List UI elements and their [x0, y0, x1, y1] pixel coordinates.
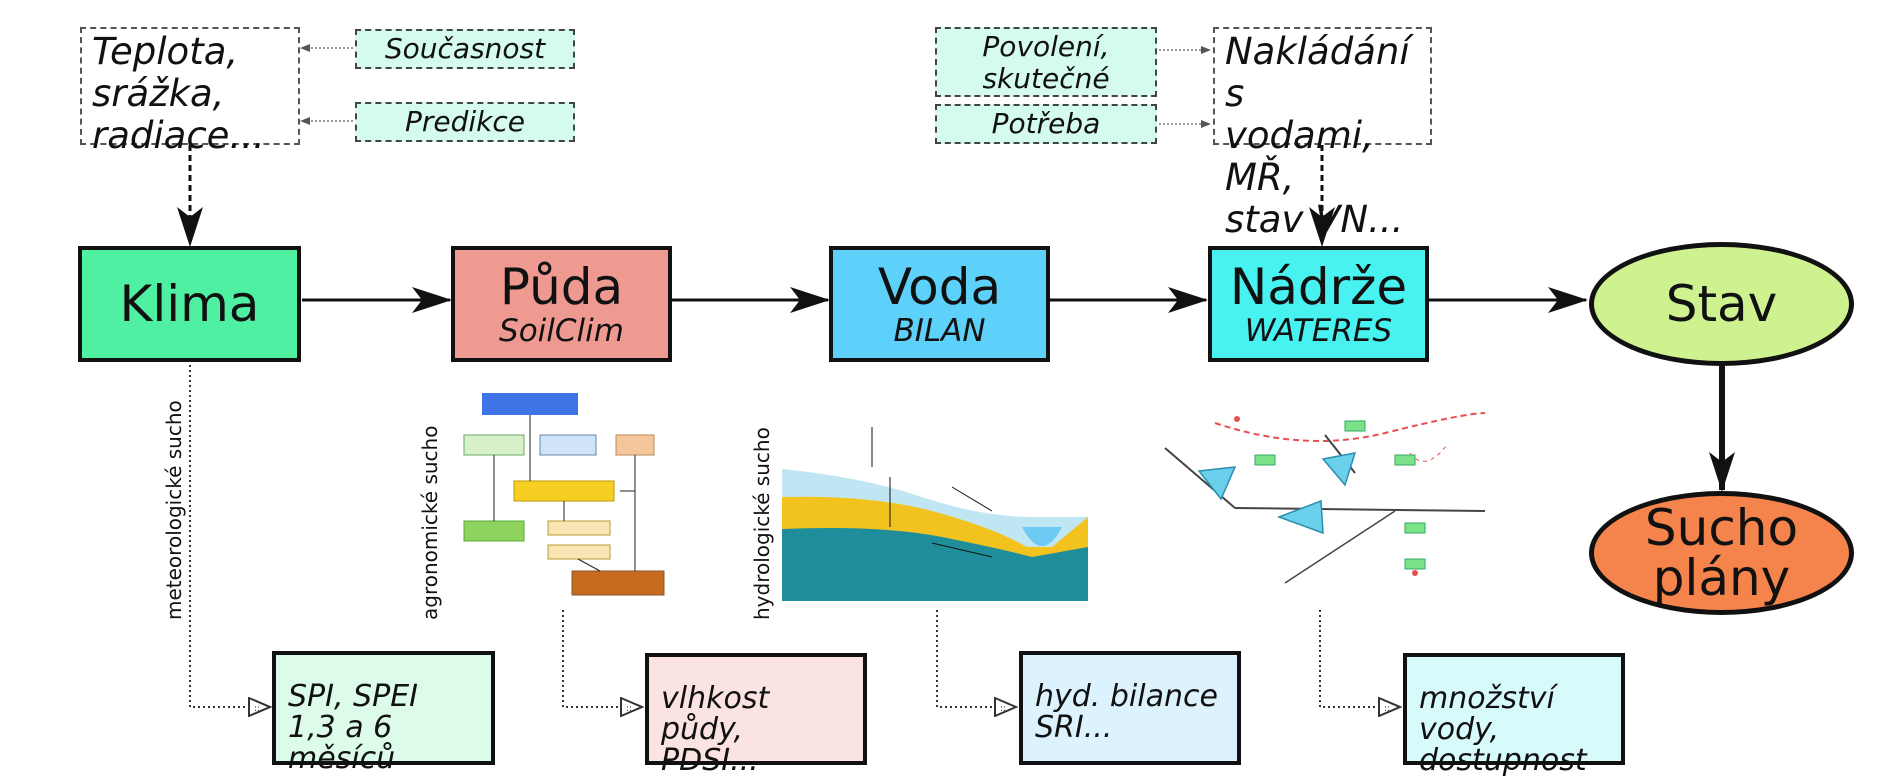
stav-label: Stav — [1665, 275, 1778, 333]
spi-line-1: SPI, SPEI — [288, 679, 418, 714]
sucho-plany-ellipse: Sucho plány — [1589, 491, 1854, 615]
sucho-line-2: plány — [1652, 549, 1791, 607]
mnozstvi-line-2: dostupnost — [1419, 743, 1587, 778]
vlhkost-line-1: vlhkost půdy, — [661, 681, 770, 747]
tag-povoleni: Povolení, skutečné — [935, 27, 1157, 97]
soilclim-flowchart-thumbnail — [450, 385, 672, 597]
water-mgmt-line-3: stav VN... — [1225, 198, 1404, 241]
sucho-line-1: Sucho — [1644, 499, 1799, 557]
reservoir-output-connector — [1319, 610, 1400, 707]
hydro-output-connector — [936, 610, 1016, 707]
output-vlhkost-pudy: vlhkost půdy, PDSI... — [645, 653, 867, 776]
vlhkost-line-2: PDSI... — [661, 743, 759, 778]
output-hyd-bilance: hyd. bilance SRI... — [1019, 651, 1241, 765]
hyd-line-2: SRI... — [1035, 710, 1113, 745]
agro-output-connector — [562, 610, 642, 707]
puda-title: Půda — [499, 258, 624, 316]
voda-title: Voda — [877, 258, 1002, 316]
puda-box: Půda SoilClim — [451, 246, 672, 362]
povoleni-line-1: Povolení, — [982, 30, 1110, 63]
water-management-box: Nakládání s vodami, MŘ, stav VN... — [1213, 27, 1432, 241]
stav-ellipse: Stav — [1589, 242, 1854, 366]
klima-box: Klima — [78, 246, 301, 362]
label-hydrologicke-sucho: hydrologické sucho — [750, 427, 774, 620]
klima-title: Klima — [119, 275, 260, 333]
hyd-line-1: hyd. bilance — [1035, 679, 1218, 714]
voda-box: Voda BILAN — [829, 246, 1050, 362]
povoleni-line-2: skutečné — [982, 62, 1110, 95]
puda-subtitle: SoilClim — [499, 313, 624, 349]
label-agronomicke-sucho: agronomické sucho — [418, 425, 442, 620]
tag-soucasnost: Současnost — [355, 29, 575, 69]
climate-var-2: srážka, — [92, 72, 225, 115]
output-spi-spei: SPI, SPEI 1,3 a 6 měsíců — [272, 651, 495, 774]
nadrze-subtitle: WATERES — [1244, 313, 1393, 349]
mnozstvi-line-1: množství vody, — [1419, 681, 1555, 747]
tag-potreba: Potřeba — [935, 104, 1157, 144]
climate-var-3: radiace... — [92, 114, 265, 157]
nadrze-box: Nádrže WATERES — [1208, 246, 1429, 362]
meteo-output-connector — [189, 365, 270, 707]
voda-subtitle: BILAN — [893, 313, 986, 349]
climate-var-1: Teplota, — [92, 30, 239, 73]
wateres-network-thumbnail — [1155, 393, 1485, 608]
tag-predikce: Predikce — [355, 102, 575, 142]
climate-variables-box: Teplota, srážka, radiace... — [80, 27, 300, 157]
output-mnozstvi-vody: množství vody, dostupnost — [1403, 653, 1625, 776]
nadrze-title: Nádrže — [1229, 258, 1408, 316]
label-meteorologicke-sucho: meteorologické sucho — [162, 400, 186, 620]
bilan-hydrology-thumbnail — [782, 407, 1088, 601]
water-mgmt-line-2: vodami, MŘ, — [1225, 114, 1374, 199]
water-mgmt-line-1: Nakládání s — [1225, 30, 1410, 115]
